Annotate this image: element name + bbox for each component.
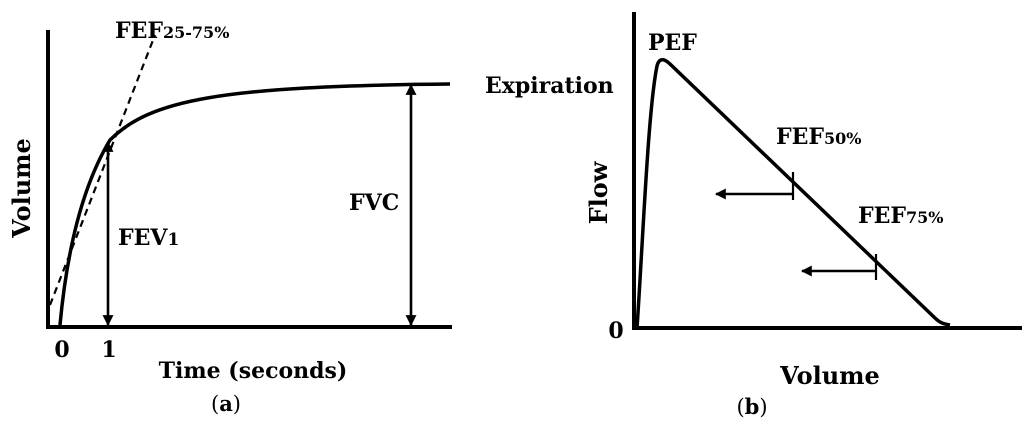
fef50-label: FEF50% — [776, 124, 861, 150]
panel-a-y-axis-label: Volume — [7, 138, 36, 239]
pef-label: PEF — [648, 30, 697, 56]
fef-25-75-label: FEF25-75% — [115, 18, 229, 44]
fev1-label: FEV1 — [118, 225, 179, 251]
panel-a-volume-time: FEF25-75% FEV1 FVC Volume 0 1 Time (seco… — [7, 18, 452, 416]
expiration-label: Expiration — [485, 73, 614, 99]
panel-b-origin-label: 0 — [608, 318, 623, 344]
volume-time-curve — [58, 82, 451, 326]
panel-a-caption: (a) — [211, 391, 241, 416]
panel-b-x-axis-label: Volume — [779, 361, 880, 390]
fef75-label: FEF75% — [858, 203, 943, 229]
panel-b-y-axis-label: Flow — [584, 160, 613, 224]
fef-25-75-tangent-line — [48, 34, 157, 306]
panel-b-flow-volume: Expiration PEF FEF50% FEF75% Flow 0 Volu… — [485, 12, 1022, 419]
flow-volume-curve — [635, 58, 951, 329]
panel-b-caption: (b) — [736, 394, 767, 419]
panel-a-tick-0: 0 — [54, 337, 69, 363]
panel-a-x-axis-label: Time (seconds) — [159, 358, 348, 384]
panel-a-tick-1: 1 — [101, 337, 116, 363]
fvc-label: FVC — [349, 190, 399, 216]
